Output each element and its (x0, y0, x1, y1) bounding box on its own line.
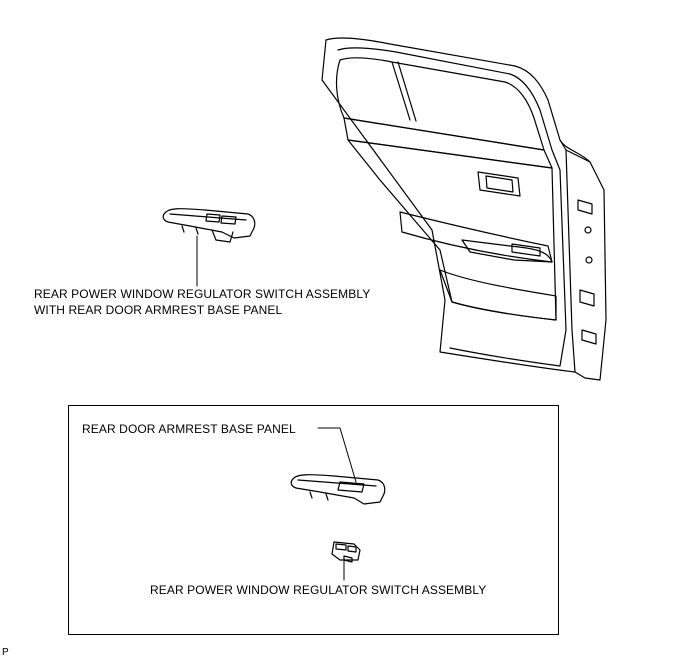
panel-top-ridge-inset (297, 479, 377, 487)
switch-buttons-inset (335, 543, 357, 553)
switch-assembly-drawing (331, 541, 361, 563)
armrest-panel-drawing (290, 474, 386, 505)
door-division-bar (391, 61, 417, 122)
door-window-opening (335, 57, 545, 151)
switch-body-inset (331, 541, 361, 561)
panel-body-upper (162, 208, 256, 239)
detail-inset-frame (68, 405, 559, 635)
leader-line-armrest-panel (317, 427, 357, 483)
panel-clips-inset (309, 491, 329, 501)
panel-switch-opening-inset (337, 481, 365, 493)
switch-buttons-upper (205, 213, 237, 225)
rear-door-drawing (321, 37, 607, 381)
label-armrest-base-panel: REAR DOOR ARMREST BASE PANEL (82, 422, 296, 436)
door-inside-handle (477, 171, 521, 197)
switch-body-upper (211, 229, 234, 243)
door-frame-inner (337, 47, 567, 367)
switch-with-panel-drawing (162, 208, 256, 243)
door-armrest-grip (461, 239, 553, 263)
door-lower-pocket (439, 269, 557, 321)
door-trim-board (347, 139, 557, 321)
door-switch-location (511, 243, 541, 257)
panel-top-ridge-upper (169, 213, 247, 221)
door-trim-upper (343, 117, 553, 169)
label-assembly-line2: WITH REAR DOOR ARMREST BASE PANEL (34, 303, 283, 317)
door-edge-holes (584, 226, 593, 264)
label-assembly-line1: REAR POWER WINDOW REGULATOR SWITCH ASSEM… (34, 287, 371, 301)
corner-code: P (2, 647, 9, 658)
switch-connector-inset (343, 555, 353, 563)
door-hinge-details (577, 199, 597, 345)
panel-body-inset (290, 474, 386, 505)
door-edge (559, 139, 591, 373)
label-switch-assembly: REAR POWER WINDOW REGULATOR SWITCH ASSEM… (150, 583, 487, 597)
panel-clips-upper (181, 225, 199, 235)
door-outer-shell (321, 37, 607, 381)
